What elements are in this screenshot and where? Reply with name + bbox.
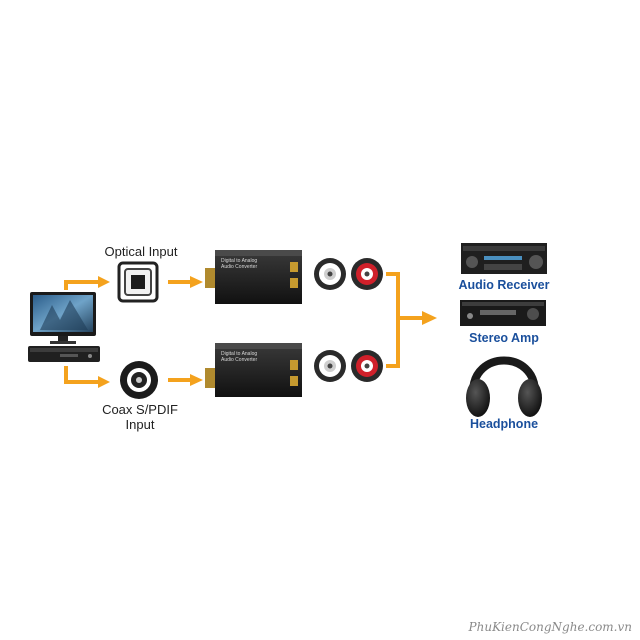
converter-title-line1: Digital to Analog bbox=[221, 351, 257, 357]
rca-jacks-top bbox=[314, 258, 383, 290]
optical-port-icon bbox=[117, 261, 159, 303]
stereo-amp-icon bbox=[460, 300, 546, 326]
coax-input-label-line2: Input bbox=[125, 417, 155, 432]
converter-box-optical: Digital to Analog Audio Converter bbox=[205, 250, 302, 304]
output-bracket-arrow bbox=[386, 272, 437, 368]
rca-jacks-bottom bbox=[314, 350, 383, 382]
watermark: PhuKienCongNghe.com.vn bbox=[468, 620, 632, 634]
tv-icon bbox=[30, 292, 96, 344]
headphone-label: Headphone bbox=[469, 417, 539, 431]
optical-input-label: Optical Input bbox=[104, 244, 178, 259]
converter-title-line2: Audio Converter bbox=[221, 357, 257, 363]
coax-input-label-line1: Coax S/PDIF bbox=[102, 402, 178, 417]
converter-title-line2: Audio Converter bbox=[221, 264, 257, 270]
dvd-player-icon bbox=[28, 346, 100, 362]
coax-input-label: Coax S/PDIF Input bbox=[88, 402, 192, 432]
coax-port-icon bbox=[120, 361, 158, 399]
stereo-amp-label: Stereo Amp bbox=[469, 331, 539, 345]
headphone-icon bbox=[466, 356, 542, 417]
converter-box-coax: Digital to Analog Audio Converter bbox=[205, 343, 302, 397]
audio-receiver-icon bbox=[461, 243, 547, 274]
source-arrows bbox=[64, 276, 110, 388]
audio-receiver-label: Audio Receiver bbox=[458, 278, 550, 292]
input-arrows bbox=[168, 276, 203, 386]
converter-title-line1: Digital to Analog bbox=[221, 258, 257, 264]
